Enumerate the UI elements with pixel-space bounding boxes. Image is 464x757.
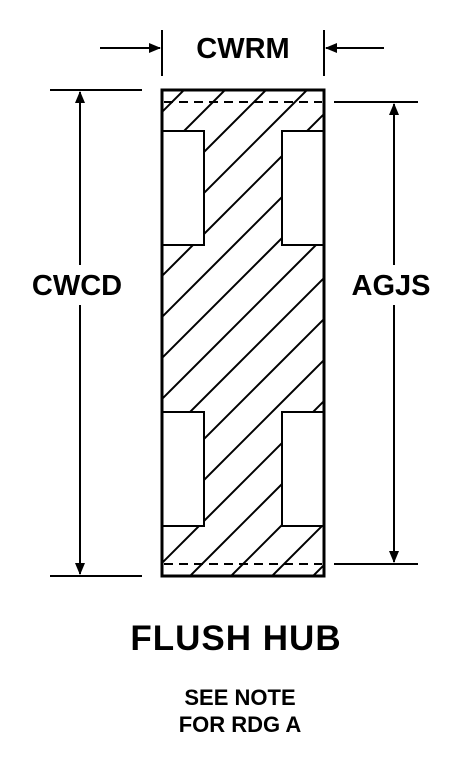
inner-height-dimension [334, 101, 418, 565]
hidden-lines [164, 101, 322, 565]
hatch-line [162, 90, 186, 114]
slot-top-right [281, 130, 325, 246]
slot-bottom-left [161, 411, 205, 527]
width-dimension [100, 30, 384, 76]
keyway-slots [161, 130, 325, 527]
slot-bottom-right [281, 411, 325, 527]
inner-height-label: AGJS [352, 270, 431, 302]
overall-height-label: CWCD [32, 270, 122, 302]
width-dimension-label: CWRM [196, 33, 289, 65]
note-line-1: SEE NOTE [184, 685, 295, 710]
note-line-2: FOR RDG A [179, 712, 302, 737]
hatch-line [162, 235, 324, 401]
drawing-title: FLUSH HUB [130, 619, 341, 658]
overall-height-dimension [50, 89, 142, 577]
slot-top-left [161, 130, 205, 246]
hub-outline [160, 88, 326, 578]
hatch-line [270, 522, 324, 576]
